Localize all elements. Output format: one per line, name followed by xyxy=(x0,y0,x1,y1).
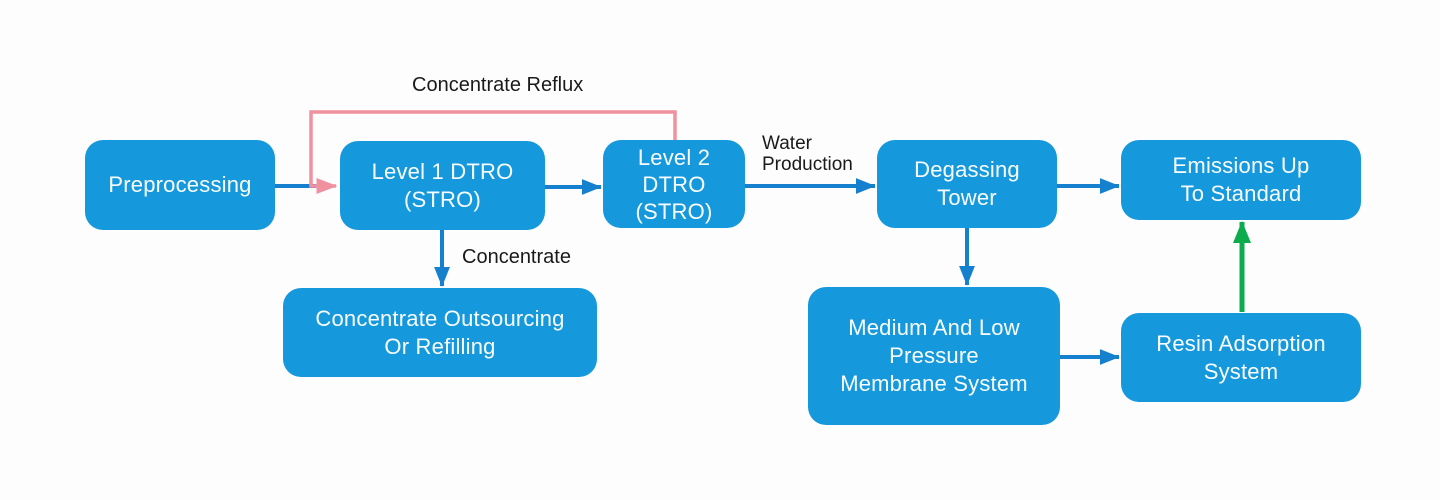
node-emissions-label: Emissions Up To Standard xyxy=(1172,153,1310,206)
node-preprocessing: Preprocessing xyxy=(85,140,275,230)
node-level1-dtro-label: Level 1 DTRO (STRO) xyxy=(371,158,514,212)
node-membrane-system: Medium And Low Pressure Membrane System xyxy=(808,287,1060,425)
node-level2-dtro: Level 2 DTRO (STRO) xyxy=(603,140,745,228)
label-water-production: Water Production xyxy=(762,133,853,175)
node-resin-adsorption-label: Resin Adsorption System xyxy=(1156,330,1326,384)
node-degassing-tower-label: Degassing Tower xyxy=(914,157,1020,210)
node-level2-dtro-label: Level 2 DTRO (STRO) xyxy=(635,144,713,224)
node-concentrate-outsourcing: Concentrate Outsourcing Or Refilling xyxy=(283,288,597,377)
node-resin-adsorption: Resin Adsorption System xyxy=(1121,313,1361,402)
label-concentrate: Concentrate xyxy=(462,246,571,268)
node-concentrate-outsourcing-label: Concentrate Outsourcing Or Refilling xyxy=(315,305,565,359)
node-degassing-tower: Degassing Tower xyxy=(877,140,1057,228)
node-membrane-system-label: Medium And Low Pressure Membrane System xyxy=(840,315,1028,396)
node-preprocessing-label: Preprocessing xyxy=(108,172,252,197)
node-level1-dtro: Level 1 DTRO (STRO) xyxy=(340,141,545,230)
label-concentrate-reflux: Concentrate Reflux xyxy=(412,74,584,96)
node-emissions-up-to-standard: Emissions Up To Standard xyxy=(1121,140,1361,220)
